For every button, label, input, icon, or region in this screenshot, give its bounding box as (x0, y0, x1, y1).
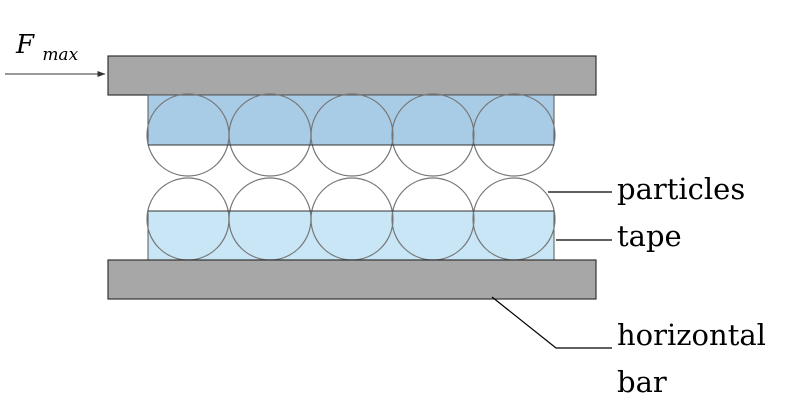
force-subscript: max (42, 45, 78, 65)
particle (391, 93, 475, 177)
force-symbol: F (15, 30, 35, 60)
horizontal-bar-label-line1: horizontal (617, 318, 766, 352)
tape-label: tape (617, 219, 682, 253)
top-bar (107, 55, 597, 96)
particle (310, 93, 394, 177)
horizontal-bar-leader-line (491, 296, 612, 349)
horizontal-bar-label-line2: bar (617, 365, 667, 399)
upper-tape (147, 94, 555, 146)
force-label: F max (15, 30, 79, 65)
upper-particle-row (146, 93, 556, 177)
particle (472, 93, 556, 177)
particles-label: particles (617, 172, 745, 206)
lower-tape (147, 210, 555, 261)
bottom-bar (107, 259, 597, 300)
